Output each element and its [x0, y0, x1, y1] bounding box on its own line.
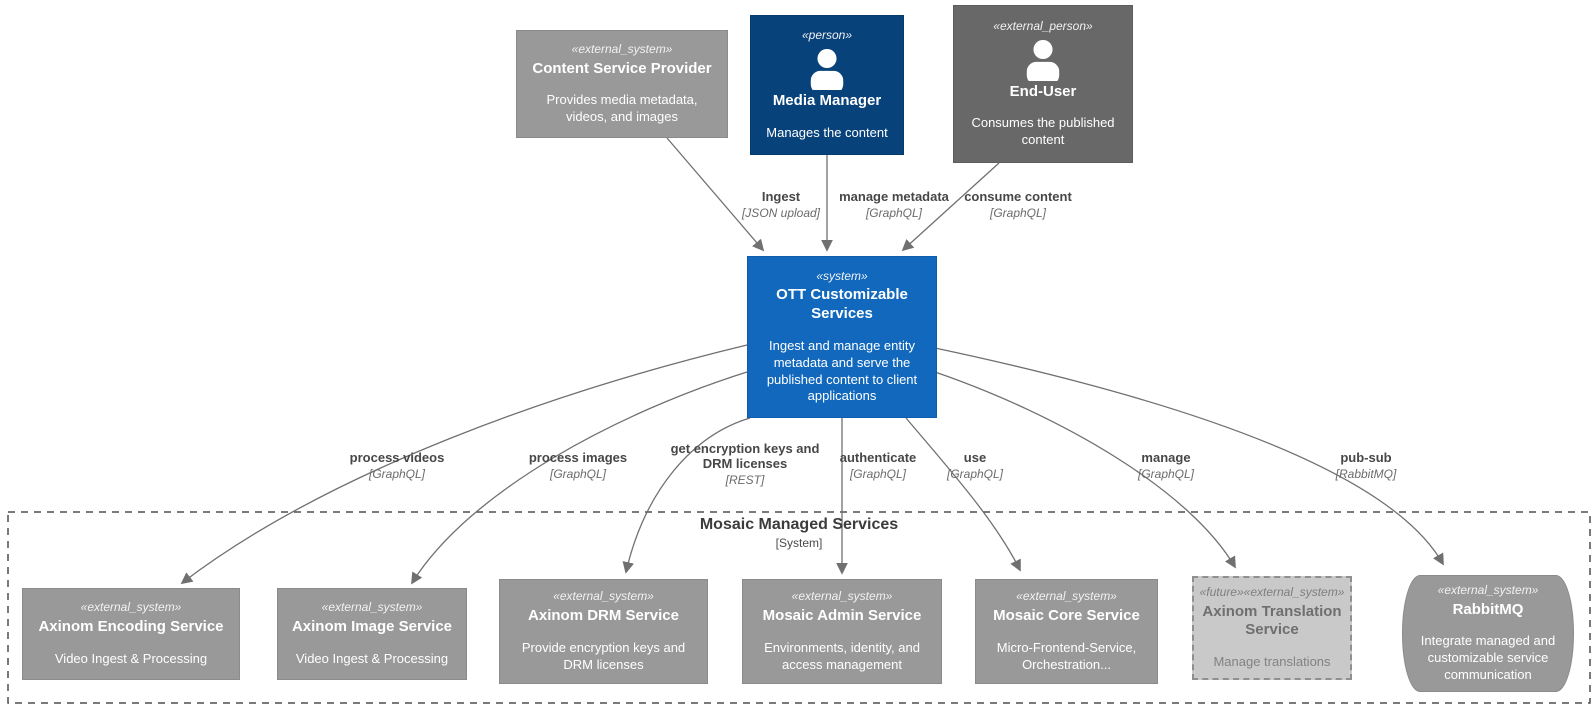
person-icon [1026, 39, 1060, 81]
node-stereotype: «external_system» [321, 600, 423, 615]
edge-label-authenticate: authenticate [GraphQL] [839, 450, 917, 482]
node-title: RabbitMQ [1452, 600, 1524, 618]
edge-label-pub-sub: pub-sub [RabbitMQ] [1335, 450, 1397, 482]
node-stereotype: «external_system» [553, 589, 654, 604]
node-stereotype: «external_system» [1016, 589, 1117, 604]
node-stereotype: «external_system» [1437, 582, 1539, 597]
edge-use-line [905, 417, 1021, 572]
node-end-user: «external_person» End-User Consumes the … [953, 5, 1133, 163]
edge-ingest-line [666, 137, 765, 252]
edge-label-manage-metadata: manage metadata [GraphQL] [839, 189, 949, 221]
node-title: Axinom Translation Service [1202, 602, 1342, 639]
node-description: Manages the content [766, 124, 888, 140]
edge-name: authenticate [839, 450, 917, 465]
node-title: Content Service Provider [532, 59, 712, 77]
node-title: Mosaic Admin Service [762, 607, 922, 625]
edge-manage-line [934, 371, 1236, 569]
node-description: Environments, identity, and access manag… [764, 639, 920, 672]
edge-name: manage [1141, 450, 1191, 465]
edge-pub-sub-line [934, 347, 1444, 566]
node-content-service-provider: «external_system» Content Service Provid… [516, 30, 728, 138]
edge-name: consume content [964, 189, 1072, 204]
edge-name: get encryption keys and DRM licenses [670, 441, 820, 471]
node-stereotype: «person» [801, 28, 853, 43]
node-description: Video Ingest & Processing [54, 650, 208, 666]
person-icon [810, 48, 844, 90]
node-mosaic-admin-service: «external_system» Mosaic Admin Service E… [742, 579, 942, 684]
node-stereotype: «external_system» [571, 41, 673, 56]
edge-name: Ingest [761, 189, 801, 204]
edge-drm-keys-line [622, 417, 751, 574]
edge-name: process images [528, 450, 628, 465]
edge-name: process videos [349, 450, 445, 465]
edge-label-ingest: Ingest [JSON upload] [741, 189, 821, 221]
edge-process-images-line [411, 371, 748, 585]
node-description: Provides media metadata, videos, and ima… [546, 92, 698, 125]
edge-name: pub-sub [1340, 450, 1392, 465]
edge-tech: [GraphQL] [1137, 466, 1195, 481]
edge-tech: [REST] [725, 472, 765, 487]
node-axinom-translation-service: «future»«external_system» Axinom Transla… [1192, 576, 1352, 680]
node-ott-customizable-services: «system» OTT Customizable Services Inges… [747, 256, 937, 418]
edge-label-manage: manage [GraphQL] [1137, 450, 1195, 482]
node-stereotype: «future»«external_system» [1199, 585, 1345, 599]
edge-tech: [RabbitMQ] [1335, 466, 1397, 481]
boundary-type: [System] [775, 536, 823, 550]
edge-consume-content-line [901, 162, 1000, 252]
edge-name: use [963, 450, 987, 465]
edge-tech: [GraphQL] [549, 466, 607, 481]
edge-tech: [GraphQL] [989, 205, 1047, 220]
node-title: Mosaic Core Service [993, 607, 1140, 625]
edge-process-videos-line [180, 344, 748, 585]
node-stereotype: «external_system» [80, 600, 182, 615]
node-description: Micro-Frontend-Service, Orchestration... [996, 639, 1137, 672]
node-description: Ingest and manage entity metadata and se… [766, 337, 918, 404]
node-description: Provide encryption keys and DRM licenses [521, 639, 686, 672]
edge-tech: [GraphQL] [849, 466, 907, 481]
node-axinom-encoding-service: «external_system» Axinom Encoding Servic… [22, 588, 240, 680]
node-stereotype: «external_system» [791, 589, 893, 604]
node-description: Video Ingest & Processing [295, 650, 449, 666]
edge-name: manage metadata [839, 189, 949, 204]
node-axinom-drm-service: «external_system» Axinom DRM Service Pro… [499, 579, 708, 684]
edge-label-process-images: process images [GraphQL] [528, 450, 628, 482]
node-title: Media Manager [772, 91, 882, 109]
node-media-manager: «person» Media Manager Manages the conte… [750, 15, 904, 155]
node-description: Integrate managed and customizable servi… [1420, 633, 1556, 683]
node-rabbitmq-queue: «external_system» RabbitMQ Integrate man… [1402, 575, 1574, 692]
edge-tech: [GraphQL] [946, 466, 1004, 481]
edge-tech: [GraphQL] [368, 466, 426, 481]
node-title: Axinom Encoding Service [38, 617, 224, 635]
edge-label-consume-content: consume content [GraphQL] [964, 189, 1072, 221]
edge-label-use: use [GraphQL] [946, 450, 1004, 482]
edge-tech: [JSON upload] [741, 205, 821, 220]
edge-label-process-videos: process videos [GraphQL] [349, 450, 445, 482]
edge-tech: [GraphQL] [865, 205, 923, 220]
node-description: Consumes the published content [971, 115, 1115, 148]
node-title: Axinom Image Service [291, 617, 453, 635]
edge-label-drm-keys: get encryption keys and DRM licenses [RE… [655, 441, 835, 488]
mosaic-boundary-title: Mosaic Managed Services [System] [8, 516, 1590, 550]
node-axinom-image-service: «external_system» Axinom Image Service V… [277, 588, 467, 680]
node-mosaic-core-service: «external_system» Mosaic Core Service Mi… [975, 579, 1158, 684]
mosaic-boundary-outline [7, 511, 1591, 704]
boundary-name: Mosaic Managed Services [699, 516, 899, 533]
node-description: Manage translations [1213, 654, 1331, 670]
node-title: OTT Customizable Services [776, 286, 908, 323]
node-title: End-User [1009, 82, 1077, 100]
node-stereotype: «system» [816, 268, 868, 283]
node-title: Axinom DRM Service [528, 607, 679, 625]
node-stereotype: «external_person» [993, 18, 1093, 33]
